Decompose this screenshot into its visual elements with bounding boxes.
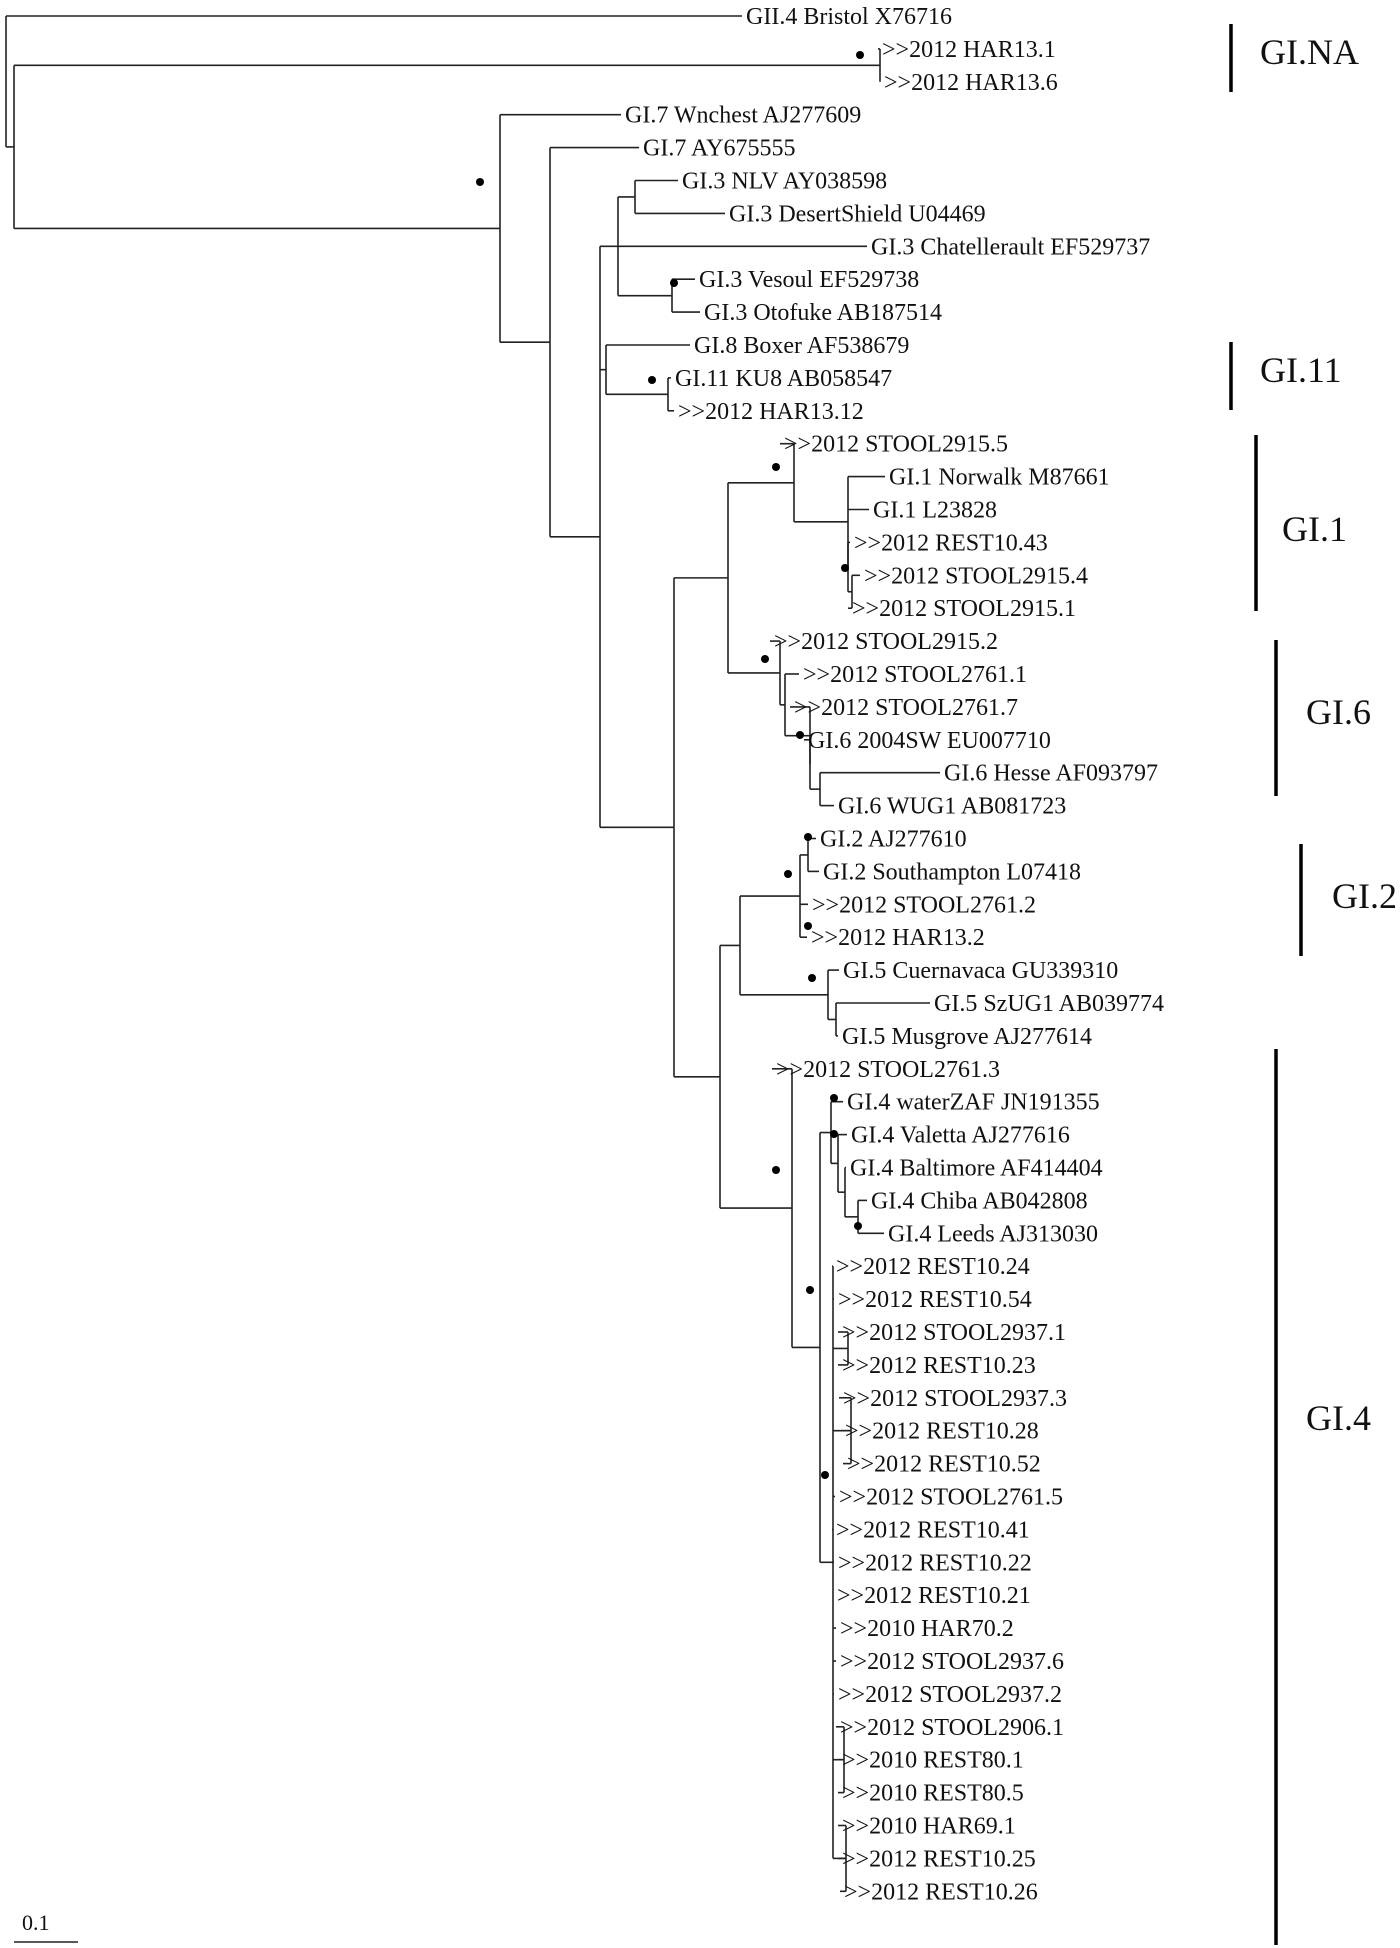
leaf-label: >>2012 REST10.26 [844,1879,1038,1905]
clade-label: GI.NA [1260,32,1359,72]
leaf-label: >>2012 REST10.24 [836,1254,1030,1280]
leaf-label: GI.6 Hesse AF093797 [944,761,1158,787]
bootstrap-dot [841,564,849,572]
leaf-label: GII.4 Bristol X76716 [746,4,952,30]
leaf-label: >>2012 STOOL2761.5 [839,1485,1063,1511]
leaf-label: >>2010 REST80.5 [842,1781,1024,1807]
leaf-label: >>2012 STOOL2761.1 [803,662,1027,688]
leaf-labels: GII.4 Bristol X76716 >>2012 HAR13.1 >>2012… [625,4,1164,1905]
leaf-label: >>2012 STOOL2761.2 [812,892,1036,918]
clade-label: GI.1 [1282,509,1347,549]
leaf-label: >>2012 REST10.21 [837,1583,1031,1609]
bootstrap-dot [830,1094,838,1102]
leaf-label: >>2012 STOOL2915.5 [784,432,1008,458]
bootstrap-dot [804,833,812,841]
leaf-label: GI.1 Norwalk M87661 [889,465,1110,491]
leaf-label: GI.3 DesertShield U04469 [729,201,986,227]
leaf-label: >>2010 HAR69.1 [842,1814,1016,1840]
scale-bar: 0.1 [14,1910,78,1943]
bootstrap-dot [648,376,656,384]
leaf-label: GI.8 Boxer AF538679 [694,333,909,359]
leaf-label: >>2012 STOOL2937.2 [838,1682,1062,1708]
leaf-label: GI.5 SzUG1 AB039774 [934,991,1164,1017]
leaf-label: >>2012 REST10.54 [838,1287,1032,1313]
leaf-label: GI.6 2004SW EU007710 [808,728,1051,754]
leaf-label: GI.2 AJ277610 [820,827,967,853]
bootstrap-dots [476,51,864,1479]
leaf-label: >>2012 REST10.23 [842,1353,1036,1379]
leaf-label: GI.3 Vesoul EF529738 [699,267,919,293]
leaf-label: >>2012 STOOL2915.1 [852,596,1076,622]
leaf-label: >>2010 REST80.1 [842,1748,1024,1774]
leaf-label: GI.3 Chatellerault EF529737 [871,234,1150,260]
leaf-label: >>2012 HAR13.1 [882,37,1056,63]
leaf-label: >>2012 STOOL2937.3 [843,1386,1067,1412]
leaf-label: >>2012 REST10.52 [847,1452,1041,1478]
leaf-label: >>2012 STOOL2915.4 [864,563,1088,589]
bootstrap-dot [804,922,812,930]
clade-label: GI.6 [1306,692,1371,732]
scale-bar-label: 0.1 [22,1910,50,1935]
leaf-label: GI.5 Cuernavaca GU339310 [843,958,1118,984]
leaf-label: GI.6 WUG1 AB081723 [838,794,1066,820]
leaf-label: >>2012 REST10.22 [838,1550,1032,1576]
bootstrap-dot [830,1130,838,1138]
tree-branches [5,15,940,1893]
leaf-label: GI.3 NLV AY038598 [682,169,887,195]
leaf-label: GI.4 Leeds AJ313030 [888,1221,1098,1247]
leaf-label: GI.4 Baltimore AF414404 [850,1156,1103,1182]
leaf-label: >>2012 STOOL2937.1 [842,1320,1066,1346]
bootstrap-dot [796,731,804,739]
leaf-label: >>2012 REST10.43 [854,530,1048,556]
bootstrap-dot [772,463,780,471]
bootstrap-dot [808,974,816,982]
leaf-label: >>2012 REST10.25 [842,1846,1036,1872]
bootstrap-dot [772,1166,780,1174]
leaf-label: GI.4 Chiba AB042808 [871,1188,1088,1214]
bootstrap-dot [761,655,769,663]
leaf-label: >>2010 HAR70.2 [840,1616,1014,1642]
leaf-label: >>2012 STOOL2915.2 [774,629,998,655]
clade-label: GI.2 [1332,876,1397,916]
leaf-label: >>2012 STOOL2937.6 [840,1649,1064,1675]
bootstrap-dot [784,870,792,878]
clade-label: GI.4 [1306,1398,1371,1438]
bootstrap-dot [821,1471,829,1479]
leaf-label: GI.5 Musgrove AJ277614 [842,1024,1092,1050]
leaf-label: GI.4 Valetta AJ277616 [851,1123,1070,1149]
leaf-label: GI.7 Wnchest AJ277609 [625,103,861,129]
bootstrap-dot [854,1222,862,1230]
leaf-label: GI.11 KU8 AB058547 [675,366,892,392]
leaf-label: GI.1 L23828 [873,498,997,524]
bootstrap-dot [856,51,864,59]
leaf-label: GI.7 AY675555 [643,136,795,162]
bootstrap-dot [670,279,678,287]
bootstrap-dot [806,1286,814,1294]
leaf-label: >>2012 STOOL2761.3 [776,1057,1000,1083]
leaf-label: >>2012 STOOL2906.1 [840,1715,1064,1741]
leaf-label: GI.4 waterZAF JN191355 [847,1090,1100,1116]
leaf-label: >>2012 HAR13.6 [884,70,1058,96]
bootstrap-dot [476,178,484,186]
leaf-label: >>2012 HAR13.2 [811,925,985,951]
leaf-label: >>2012 HAR13.12 [678,399,864,425]
leaf-label: >>2012 STOOL2761.7 [794,695,1018,721]
leaf-label: GI.2 Southampton L07418 [823,859,1081,885]
leaf-label: >>2012 REST10.41 [836,1517,1030,1543]
leaf-label: GI.3 Otofuke AB187514 [704,300,942,326]
clade-label: GI.11 [1260,350,1342,390]
leaf-label: >>2012 REST10.28 [845,1419,1039,1445]
